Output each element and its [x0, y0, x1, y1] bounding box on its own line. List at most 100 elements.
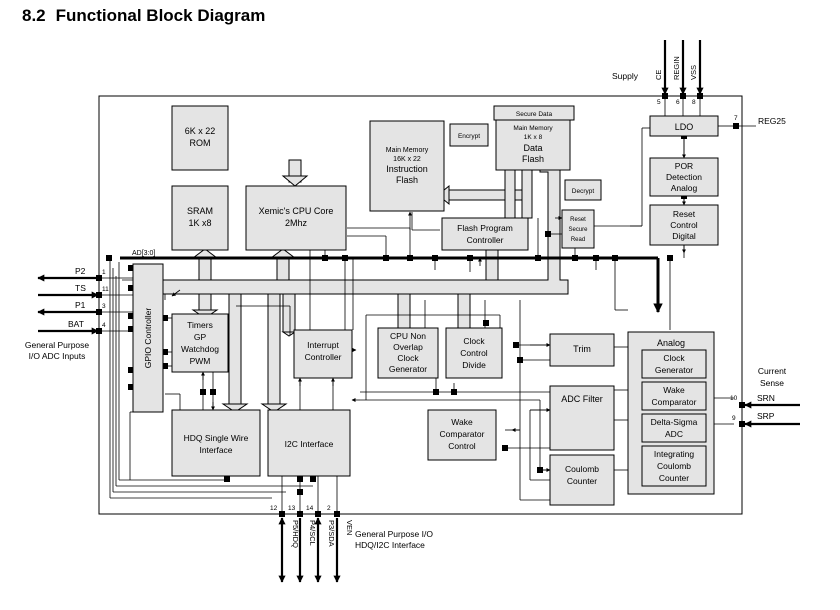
data-flash-line-3: Data [523, 143, 542, 153]
supply-pin-wires [664, 96, 701, 116]
pin-p3-name: P3/SDA [327, 520, 336, 547]
rom-line-1: 6K x 22 [185, 126, 216, 136]
pin-srn-name: SRN [757, 393, 775, 403]
cpu-clock-line-3: Clock [397, 353, 419, 363]
hdq-line-1: HDQ Single Wire [184, 433, 249, 443]
integrating-coulomb-line-3: Counter [659, 473, 689, 483]
encrypt-block: Encrypt [449, 123, 489, 147]
wake-comparator-line-1: Wake [663, 385, 685, 395]
section-title: Functional Block Diagram [55, 6, 266, 25]
wake-control-line-3: Control [448, 441, 476, 451]
pin-p4-name: P4/SCL [308, 520, 317, 546]
decrypt-label: Decrypt [572, 188, 595, 195]
cpu-clock-generator-block: CPU Non Overlap Clock Generator [377, 327, 439, 379]
delta-sigma-line-1: Delta-Sigma [651, 417, 698, 427]
bottom-caption-line-1: General Purpose I/O [355, 529, 433, 539]
pin-ce-number: 5 [657, 99, 661, 106]
rom-block: 6K x 22 ROM [171, 105, 229, 171]
delta-sigma-adc-block: Delta-Sigma ADC [641, 413, 707, 443]
bottom-pins [278, 517, 341, 583]
pin-ts-name: TS [75, 283, 86, 293]
sram-block: SRAM 1K x8 [171, 185, 229, 251]
pin-p5-number: 12 [270, 505, 278, 512]
decrypt-block: Decrypt [564, 179, 602, 201]
por-line-1: POR [675, 161, 693, 171]
sram-line-1: SRAM [187, 206, 213, 216]
cpu-clock-line-1: CPU Non [390, 331, 426, 341]
pin-ce-name: CE [654, 70, 663, 80]
wake-control-line-1: Wake [451, 417, 473, 427]
integrating-coulomb-counter-block: Integrating Coulomb Counter [641, 445, 707, 487]
pin-vss-name: VSS [689, 65, 698, 80]
clock-generator-line-1: Clock [663, 353, 685, 363]
pin-srn-number: 10 [730, 395, 738, 402]
coulomb-counter-line-2: Counter [567, 476, 597, 486]
coulomb-counter-line-1: Coulomb [565, 464, 599, 474]
data-flash-line-4: Flash [522, 154, 544, 164]
reset-secure-read-block: Reset Secure Read [561, 209, 595, 249]
cpu-clock-line-2: Overlap [393, 342, 423, 352]
reset-control-line-1: Reset [673, 209, 696, 219]
pin-regin-number: 6 [676, 99, 680, 106]
wake-comparator-block: Wake Comparator [641, 381, 707, 411]
pin-regin-name: REGIN [672, 56, 681, 80]
gpio-controller-block: GPIO Controller [132, 263, 164, 413]
trim-label: Trim [573, 344, 591, 354]
sram-line-2: 1K x8 [188, 218, 211, 228]
encrypt-label: Encrypt [458, 133, 480, 140]
interrupt-controller-line-2: Controller [305, 352, 342, 362]
pin-p2-name: P2 [75, 266, 86, 276]
pin-srp-name: SRP [757, 411, 775, 421]
wake-comparator-control-block: Wake Comparator Control [427, 409, 497, 461]
pin-p3-number: 14 [306, 505, 314, 512]
pin-reg25-name: REG25 [758, 116, 786, 126]
ldo-label: LDO [675, 122, 694, 132]
hdq-line-2: Interface [199, 445, 232, 455]
sense-pins [744, 401, 800, 428]
pin-p2-number: 1 [102, 269, 106, 276]
integrating-coulomb-line-2: Coulomb [657, 461, 691, 471]
pin-p5-name: P5/HDQ [291, 520, 300, 548]
reset-secure-read-line-2: Secure [568, 227, 588, 233]
secure-data-label: Secure Data [516, 111, 553, 118]
bus-label: AD[3:0] [132, 250, 155, 257]
left-caption-line-2: I/O ADC Inputs [29, 351, 86, 361]
left-pin-pads [96, 275, 102, 334]
pin-p4-number: 13 [288, 505, 296, 512]
instruction-flash-line-1: Main Memory [386, 147, 429, 154]
por-detection-block: POR Detection Analog [649, 157, 719, 197]
pin-srp-number: 9 [732, 415, 736, 422]
coulomb-counter-block: Coulomb Counter [549, 454, 615, 506]
instruction-flash-line-3: Instruction [386, 164, 428, 174]
integrating-coulomb-line-1: Integrating [654, 449, 694, 459]
clock-control-line-1: Clock [463, 336, 485, 346]
por-line-3: Analog [671, 183, 698, 193]
cpu-clock-line-4: Generator [389, 364, 427, 374]
adc-filter-block: ADC Filter [549, 385, 615, 451]
cpu-core-block: Xemic's CPU Core 2Mhz [245, 185, 347, 251]
wake-control-line-2: Comparator [440, 429, 485, 439]
section-number: 8.2 [22, 6, 46, 25]
pin-ven-name: VEN [345, 520, 354, 535]
data-flash-line-2: 1K x 8 [524, 134, 543, 141]
rom-line-2: ROM [190, 138, 211, 148]
ldo-block: LDO [649, 115, 719, 137]
right-caption-line-2: Sense [760, 378, 784, 388]
clock-control-block: Clock Control Divide [445, 327, 503, 379]
flash-program-controller-line-1: Flash Program [457, 223, 513, 233]
pin-p1-name: P1 [75, 300, 86, 310]
pin-ven-number: 2 [327, 505, 331, 512]
reset-secure-read-line-1: Reset [570, 217, 586, 223]
flash-program-controller-line-2: Controller [467, 235, 504, 245]
timers-line-4: PWM [190, 356, 211, 366]
instruction-flash-line-4: Flash [396, 175, 418, 185]
trim-block: Trim [549, 333, 615, 367]
instruction-flash-block: Main Memory 16K x 22 Instruction Flash [369, 120, 445, 212]
cpu-core-line-2: 2Mhz [285, 218, 308, 228]
i2c-label: I2C Interface [285, 439, 334, 449]
pin-bat-name: BAT [68, 319, 84, 329]
bottom-pin-wires [281, 476, 338, 514]
pin-reg25-number: 7 [734, 115, 738, 122]
pin-bat-number: 4 [102, 322, 106, 329]
wake-comparator-line-2: Comparator [652, 397, 697, 407]
